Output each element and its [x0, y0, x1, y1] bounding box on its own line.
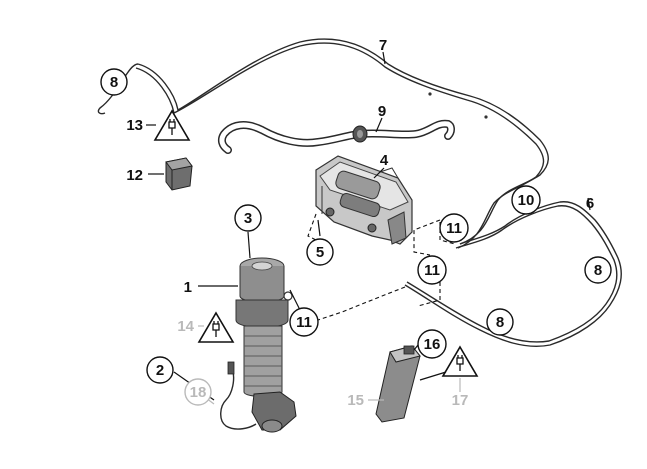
callout-3: 3: [244, 210, 252, 227]
callout-12: 12: [126, 167, 143, 184]
hose-9: [217, 119, 455, 154]
callout-6: 6: [586, 195, 594, 212]
callout-circles: [100, 68, 612, 406]
callout-labels: 1 2 3 4 5 6 7 8 8 8 9 10 11 11 11 12 13 …: [110, 37, 602, 409]
callout-2: 2: [156, 362, 164, 379]
electrical-plug-warning-icon: [441, 345, 479, 377]
callout-4: 4: [380, 152, 389, 169]
electrical-plug-warning-icon: [153, 109, 191, 141]
callout-13: 13: [126, 117, 143, 134]
callout-8-c: 8: [496, 314, 504, 331]
callout-16: 16: [424, 336, 441, 353]
callout-8-a: 8: [110, 74, 118, 91]
sensor-wire-2: [220, 361, 257, 430]
callout-5: 5: [316, 244, 324, 261]
callout-1: 1: [184, 279, 192, 296]
electrical-plug-warning-icon: [197, 311, 235, 343]
callout-17: 17: [452, 392, 469, 409]
callout-8-b: 8: [594, 262, 602, 279]
callout-14: 14: [177, 318, 194, 335]
control-unit-12: [165, 157, 193, 191]
callout-11-b: 11: [424, 262, 440, 279]
air-strut-1: [235, 257, 297, 433]
callout-11-c: 11: [296, 314, 312, 331]
connector-11-dashed-lines: [307, 213, 456, 323]
air-line-7: [97, 38, 549, 249]
callout-11-a: 11: [446, 220, 462, 237]
sensor-module-15: [375, 345, 421, 423]
callout-9: 9: [378, 103, 386, 120]
callout-15: 15: [347, 392, 364, 409]
callout-7: 7: [379, 37, 387, 54]
callout-18: 18: [190, 384, 207, 401]
callout-10: 10: [518, 192, 535, 209]
compressor-4: [315, 155, 413, 245]
